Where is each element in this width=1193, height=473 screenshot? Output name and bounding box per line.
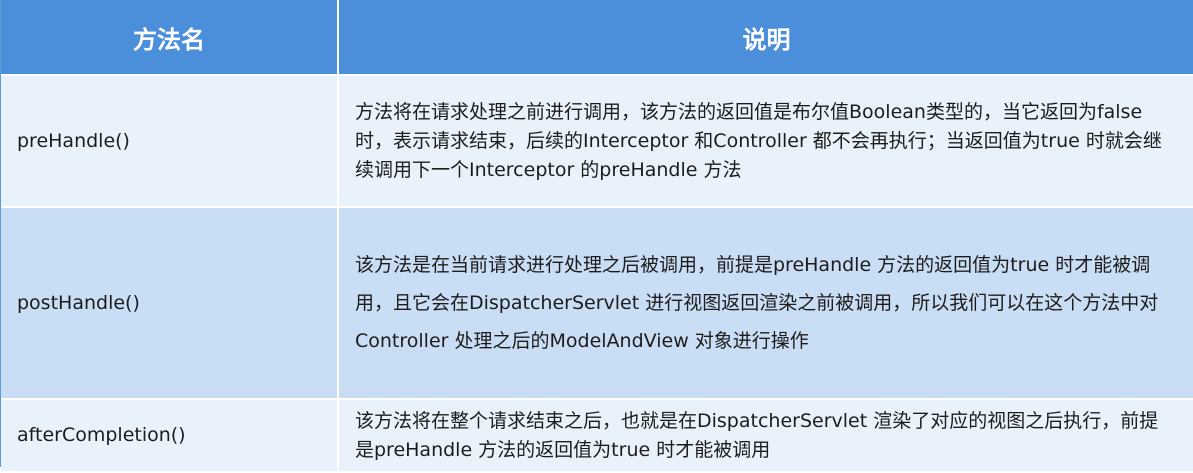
table-row: afterCompletion() 该方法将在整个请求结束之后，也就是在Disp…	[1, 399, 1193, 473]
method-name-cell: postHandle()	[1, 207, 339, 400]
header-method-name: 方法名	[1, 0, 339, 76]
header-row: 方法名 说明	[1, 0, 1193, 76]
method-name-cell: preHandle()	[1, 75, 339, 208]
table-row: postHandle() 该方法是在当前请求进行处理之后被调用，前提是preHa…	[1, 207, 1193, 400]
method-description-cell: 该方法是在当前请求进行处理之后被调用，前提是preHandle 方法的返回值为t…	[338, 207, 1193, 400]
header-description: 说明	[338, 0, 1193, 76]
method-description-cell: 方法将在请求处理之前进行调用，该方法的返回值是布尔值Boolean类型的，当它返…	[338, 75, 1193, 208]
table-row: preHandle() 方法将在请求处理之前进行调用，该方法的返回值是布尔值Bo…	[1, 75, 1193, 208]
method-description-cell: 该方法将在整个请求结束之后，也就是在DispatcherServlet 渲染了对…	[338, 399, 1193, 473]
method-name-cell: afterCompletion()	[1, 399, 339, 473]
